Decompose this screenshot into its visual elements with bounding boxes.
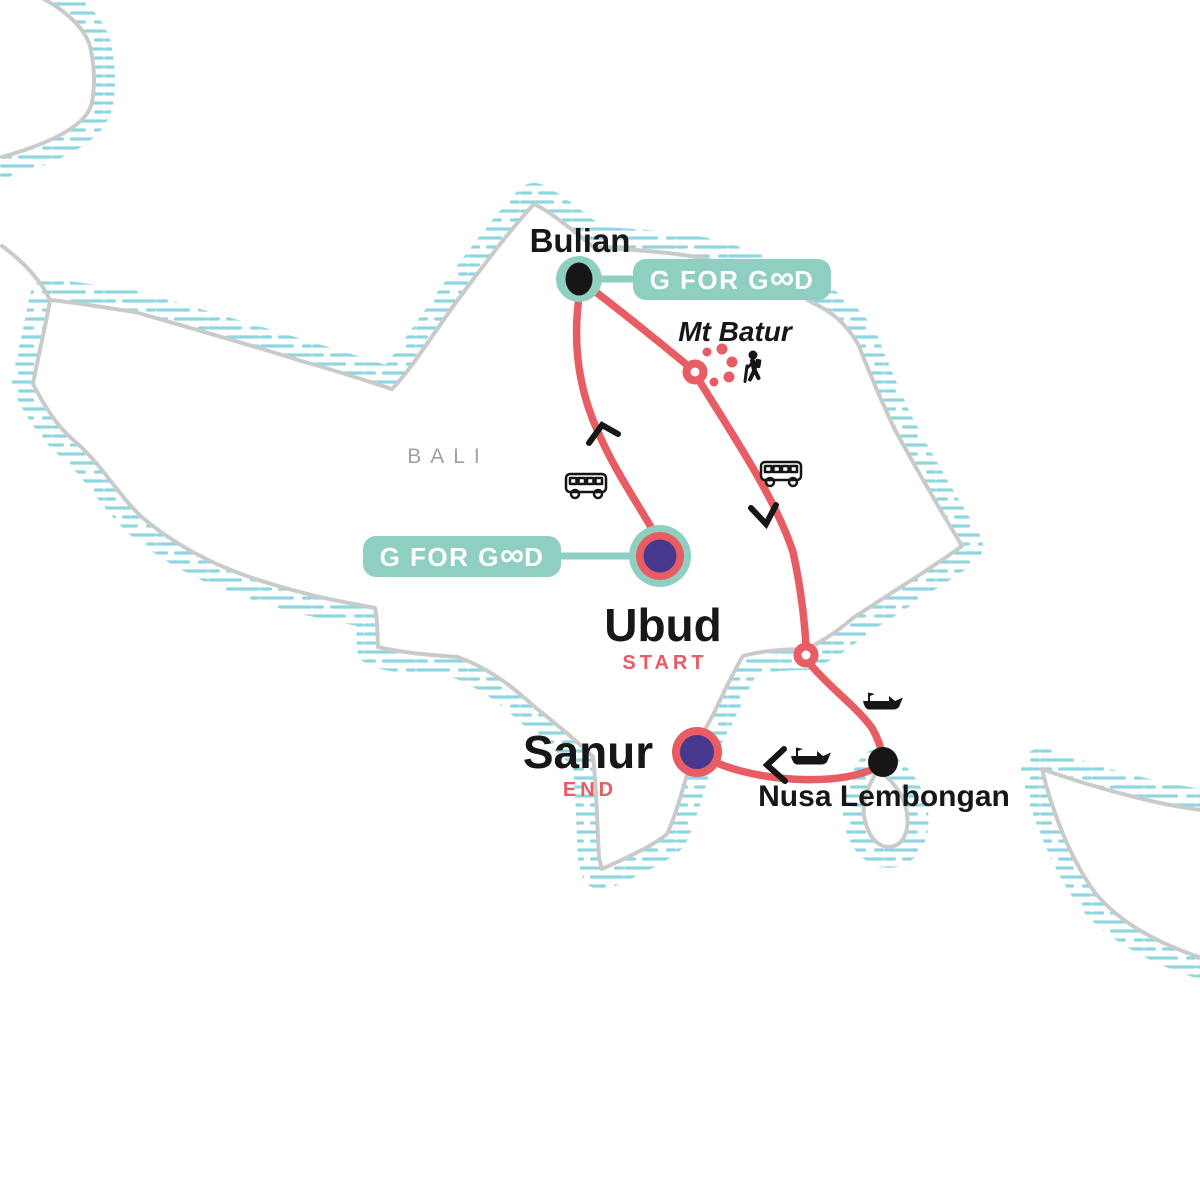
- bali-northwest-strait-coastline: [0, 244, 52, 302]
- boat-icon: [863, 692, 903, 710]
- badge-label: G FOR G∞D: [380, 536, 545, 574]
- label-mt-batur: Mt Batur: [678, 316, 794, 347]
- mt-batur-activity-dots: [702, 343, 738, 387]
- bus-icon: [759, 460, 803, 488]
- label-sanur-end: END: [563, 779, 617, 801]
- marker-ubud-start: [629, 525, 691, 587]
- java-coast-land: [0, 0, 95, 158]
- route-nusa-lembongan-to-sanur: [698, 752, 880, 784]
- arrow-down-icon: [748, 502, 779, 530]
- badge-g-for-good-ubud: G FOR G∞D: [363, 536, 659, 577]
- label-ubud-start: START: [622, 652, 707, 674]
- waypoint-mt-batur: [682, 359, 708, 385]
- java-coastline: [0, 0, 97, 159]
- arrow-up-icon: [586, 421, 621, 446]
- label-bulian: Bulian: [530, 222, 631, 259]
- waypoint-junction: [793, 642, 819, 668]
- label-nusa-lembongan: Nusa Lembongan: [758, 780, 1010, 813]
- hiker-icon: [743, 350, 762, 383]
- penida-island-land: [1042, 769, 1200, 958]
- lembongan-coastline: [861, 768, 910, 849]
- boat-icon: [791, 747, 831, 765]
- label-sanur: Sanur: [523, 726, 653, 778]
- route-junction-to-nusa-lembongan: [806, 660, 887, 762]
- penida-coastline: [1040, 767, 1200, 960]
- label-region-bali: BALI: [407, 445, 489, 468]
- marker-nusa-lembongan: [868, 747, 898, 777]
- arrow-left-icon: [762, 746, 788, 784]
- badge-g-for-good-bulian: G FOR G∞D: [578, 259, 831, 300]
- marker-sanur-end: [672, 727, 722, 777]
- route-mt-batur-to-junction: [696, 378, 810, 652]
- route-bulian-to-mt-batur: [584, 282, 691, 369]
- landmasses: [0, 0, 1200, 980]
- label-ubud: Ubud: [604, 599, 722, 651]
- badge-pill: [633, 259, 831, 300]
- direction-arrows: [586, 421, 788, 784]
- marker-bulian: [556, 256, 602, 302]
- badge-pill: [363, 536, 561, 577]
- badge-label: G FOR G∞D: [650, 259, 815, 297]
- bus-icon: [564, 472, 608, 500]
